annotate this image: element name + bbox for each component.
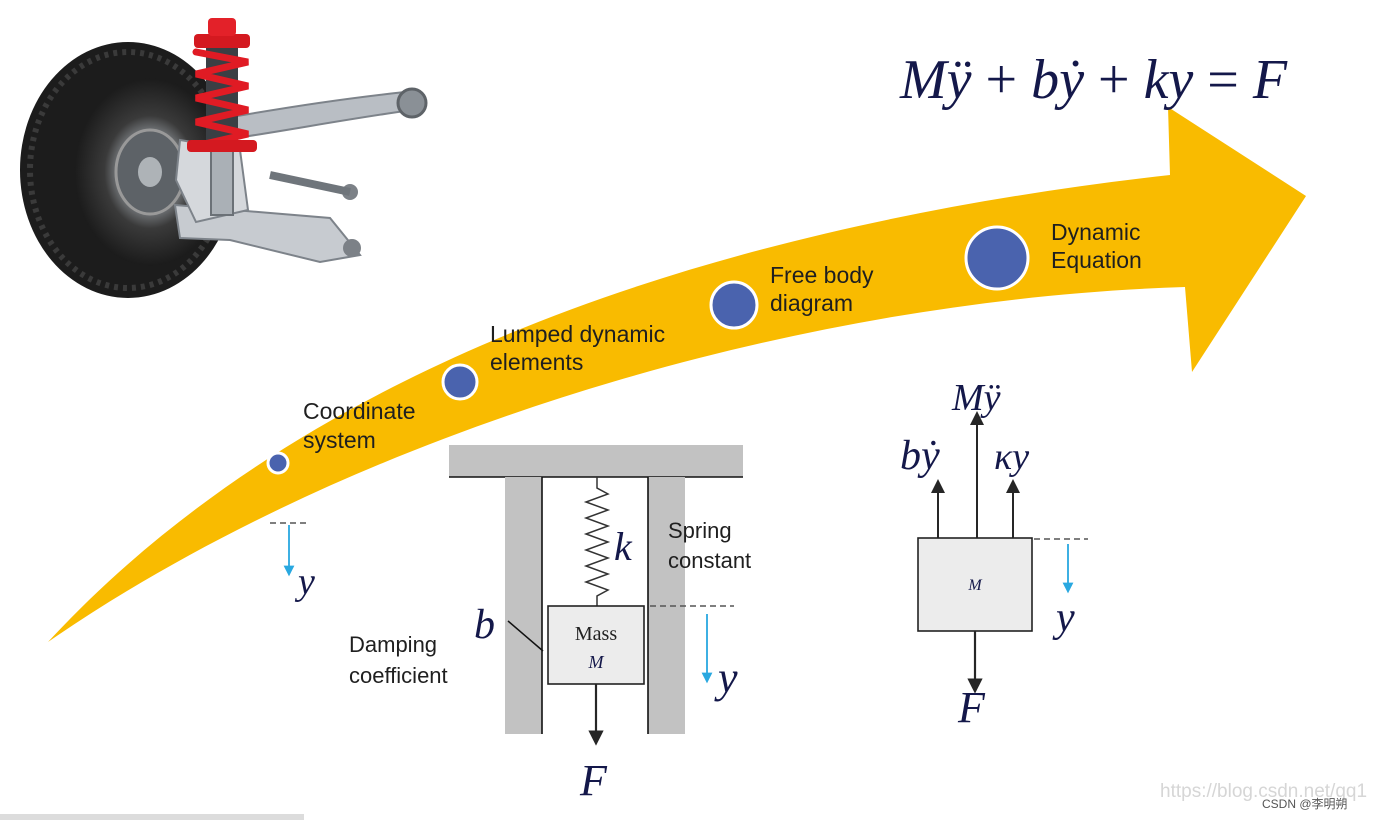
stage-label-lumped: Lumped dynamic elements	[490, 321, 672, 375]
car-wheel-suspension-icon	[14, 0, 428, 305]
dynamic-equation: Mÿ+bẏ+ky=F	[899, 49, 1288, 111]
stage-label-free-body: Free body diagram	[770, 262, 880, 316]
mass-block	[547, 605, 645, 685]
damping-coefficient-label: Damping coefficient	[349, 632, 448, 688]
stage-node-free-body	[709, 280, 759, 330]
stage-node-dynamic	[964, 225, 1030, 291]
stage-node-coordinate	[266, 451, 290, 475]
spring-constant-label: Spring constant	[668, 518, 751, 573]
mass-force-label: F	[579, 756, 608, 805]
stage-label-coordinate: Coordinate system	[303, 398, 422, 453]
free-body-diagram: Mÿ bẏ κy M y F	[900, 377, 1088, 732]
free-body-y-label: y	[1052, 595, 1075, 641]
inertia-force-label: Mÿ	[951, 377, 1001, 419]
free-body-force-label: F	[957, 683, 986, 732]
coordinate-y-label: y	[294, 561, 315, 603]
coordinate-system-sketch: y	[270, 522, 315, 603]
spring-k-label: k	[614, 524, 633, 569]
mass-symbol: M	[588, 652, 605, 672]
mass-label: Mass	[575, 623, 617, 645]
stage-label-dynamic: Dynamic Equation	[1051, 219, 1147, 273]
mass-y-label: y	[714, 653, 738, 702]
spring-force-label: κy	[994, 436, 1029, 478]
damper-b-label: b	[474, 602, 495, 648]
watermark-author: CSDN @李明朔	[1262, 797, 1348, 811]
watermark-url: https://blog.csdn.net/qq1	[1160, 781, 1368, 802]
spring	[583, 477, 611, 606]
stage-node-lumped	[441, 363, 479, 401]
free-body-mass-block	[917, 537, 1033, 632]
bottom-strip	[0, 814, 304, 820]
damping-force-label: bẏ	[900, 433, 940, 479]
free-body-mass-symbol: M	[967, 577, 983, 594]
mass-spring-damper: k Spring constant b Damping coefficient …	[349, 445, 751, 805]
